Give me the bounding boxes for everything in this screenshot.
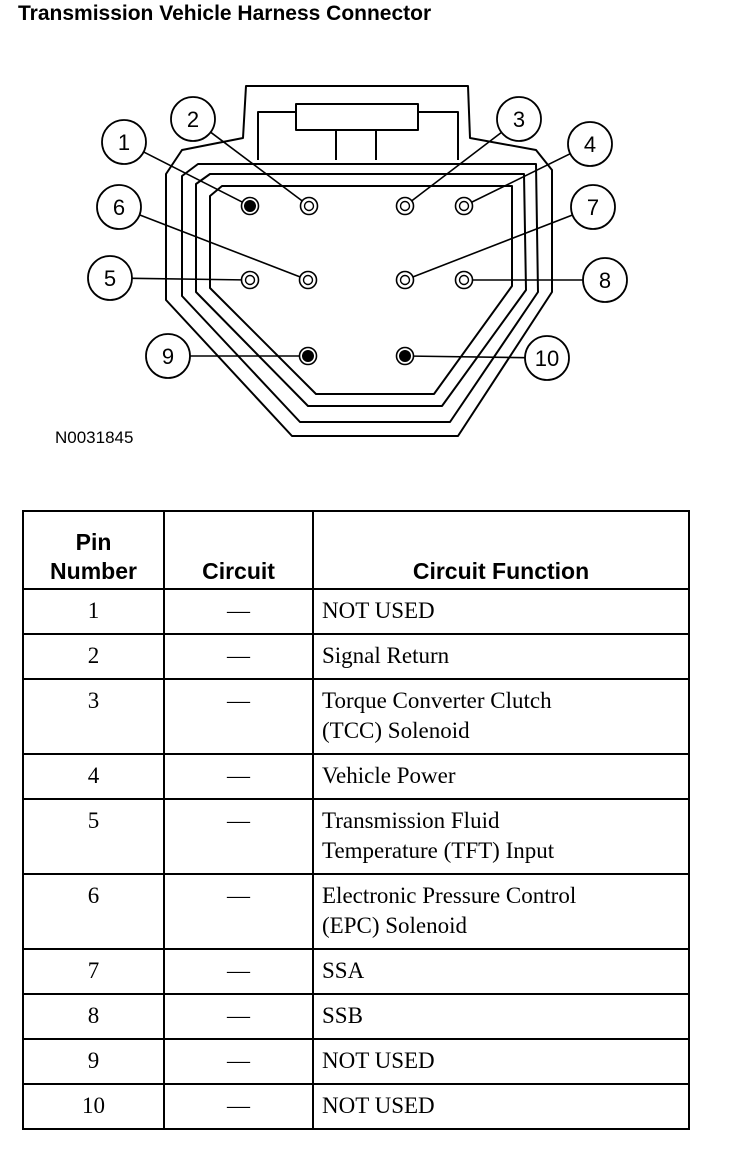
pin-number-cell: 9	[22, 1038, 165, 1085]
table-row: 3 — Torque Converter Clutch (TCC) Soleno…	[22, 678, 690, 755]
pin-number-cell: 2	[22, 633, 165, 680]
table-row: 8 — SSB	[22, 993, 690, 1040]
leader-line	[143, 151, 243, 203]
table-row: 10 — NOT USED	[22, 1083, 690, 1130]
circuit-function-cell: Vehicle Power	[312, 753, 690, 800]
circuit-cell: —	[163, 798, 314, 875]
circuit-function-cell: Transmission Fluid Temperature (TFT) Inp…	[312, 798, 690, 875]
leader-line	[411, 131, 502, 202]
pin-7	[395, 270, 415, 290]
table-row: 2 — Signal Return	[22, 633, 690, 680]
table-row: 9 — NOT USED	[22, 1038, 690, 1085]
circuit-cell: —	[163, 948, 314, 995]
circuit-function-cell: Signal Return	[312, 633, 690, 680]
circuit-function-cell: SSB	[312, 993, 690, 1040]
callout-9: 9	[145, 333, 191, 379]
leader-line	[413, 355, 526, 359]
circuit-cell: —	[163, 588, 314, 635]
pin-number-cell: 8	[22, 993, 165, 1040]
callout-label: 1	[118, 130, 130, 155]
leader-line	[471, 152, 571, 203]
callout-4: 4	[567, 121, 613, 167]
pin-10	[395, 346, 415, 366]
leader-line	[131, 277, 242, 281]
callout-label: 4	[584, 132, 596, 157]
callout-label: 10	[535, 346, 559, 371]
callout-7: 7	[570, 184, 616, 230]
header-circuit: Circuit	[163, 510, 314, 590]
connector-diagram: 1 2 3 4 5 6 7 8 9 10	[87, 85, 628, 437]
callout-1: 1	[101, 119, 147, 165]
pin-6	[298, 270, 318, 290]
table-header-row: Pin Number Circuit Circuit Function	[22, 510, 690, 590]
table-row: 5 — Transmission Fluid Temperature (TFT)…	[22, 798, 690, 875]
callout-label: 3	[513, 107, 525, 132]
leader-line	[413, 214, 573, 278]
callout-10: 10	[524, 335, 570, 381]
callout-3: 3	[496, 96, 542, 142]
circuit-function-cell: SSA	[312, 948, 690, 995]
pin-number-cell: 6	[22, 873, 165, 950]
circuit-function-cell: NOT USED	[312, 1083, 690, 1130]
circuit-function-cell: NOT USED	[312, 588, 690, 635]
circuit-cell: —	[163, 678, 314, 755]
circuit-cell: —	[163, 1038, 314, 1085]
table-row: 7 — SSA	[22, 948, 690, 995]
figure-code: N0031845	[55, 428, 134, 447]
pin-number-cell: 1	[22, 588, 165, 635]
table-row: 1 — NOT USED	[22, 588, 690, 635]
callout-6: 6	[96, 184, 142, 230]
pin-1	[240, 196, 260, 216]
circuit-function-cell: Torque Converter Clutch (TCC) Solenoid	[312, 678, 690, 755]
callout-5: 5	[87, 255, 133, 301]
circuit-cell: —	[163, 753, 314, 800]
pin-number-cell: 5	[22, 798, 165, 875]
circuit-function-cell: NOT USED	[312, 1038, 690, 1085]
circuit-cell: —	[163, 633, 314, 680]
pin-number-cell: 3	[22, 678, 165, 755]
circuit-cell: —	[163, 873, 314, 950]
pin-number-cell: 7	[22, 948, 165, 995]
callout-label: 2	[187, 107, 199, 132]
callout-label: 7	[587, 195, 599, 220]
header-pin-number: Pin Number	[22, 510, 165, 590]
table-row: 6 — Electronic Pressure Control (EPC) So…	[22, 873, 690, 950]
leader-line	[139, 214, 300, 278]
page-title: Transmission Vehicle Harness Connector	[18, 2, 432, 25]
circuit-function-cell: Electronic Pressure Control (EPC) Soleno…	[312, 873, 690, 950]
leader-line	[210, 131, 303, 202]
pin-4	[454, 196, 474, 216]
callout-label: 8	[599, 268, 611, 293]
circuit-cell: —	[163, 993, 314, 1040]
table-row: 4 — Vehicle Power	[22, 753, 690, 800]
pin-number-cell: 4	[22, 753, 165, 800]
connector-housing	[165, 85, 553, 437]
circuit-cell: —	[163, 1083, 314, 1130]
pin-2	[299, 196, 319, 216]
callout-label: 5	[104, 266, 116, 291]
pin-8	[454, 270, 474, 290]
pin-9	[298, 346, 318, 366]
pin-5	[240, 270, 260, 290]
callout-label: 9	[162, 344, 174, 369]
callout-2: 2	[170, 96, 216, 142]
header-circuit-function: Circuit Function	[312, 510, 690, 590]
pin-number-cell: 10	[22, 1083, 165, 1130]
pin-3	[395, 196, 415, 216]
callout-label: 6	[113, 195, 125, 220]
callout-8: 8	[582, 257, 628, 303]
pin-table: Pin Number Circuit Circuit Function 1 — …	[22, 510, 690, 1130]
